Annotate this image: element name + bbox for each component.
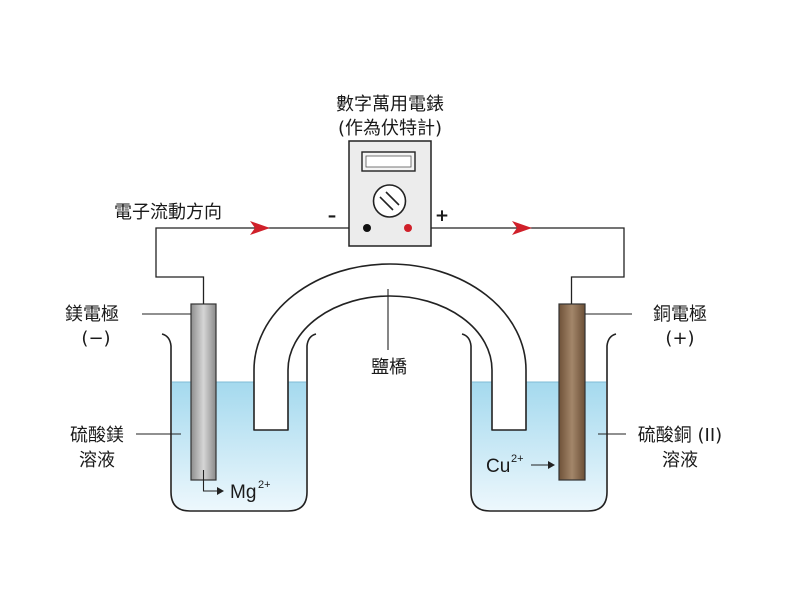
cuso4-solution-line1: 硫酸銅 (II) xyxy=(638,425,722,446)
negative-terminal xyxy=(363,224,371,232)
electron-flow-arrow-left xyxy=(250,221,270,235)
cu-ion-charge: 2+ xyxy=(511,453,524,465)
right-beaker-outline xyxy=(461,333,617,512)
positive-sign: + xyxy=(435,206,449,226)
mg-ion-charge: 2+ xyxy=(258,479,271,491)
cu-electrode-sign: (+) xyxy=(665,328,694,349)
electron-flow-label: 電子流動方向 xyxy=(114,202,222,223)
cu-electrode-name: 銅電極 xyxy=(653,304,707,325)
cu-ion-label: Cu xyxy=(486,456,510,477)
multimeter-dial-pointer-2 xyxy=(385,191,400,206)
copper-electrode xyxy=(558,303,586,481)
salt-bridge xyxy=(253,263,527,431)
right-wire xyxy=(408,227,625,304)
mg-ion-label: Mg xyxy=(230,482,256,503)
multimeter-display-inner xyxy=(365,155,412,168)
cu-ion-arrowhead xyxy=(548,461,555,469)
mg-ion-arrowhead xyxy=(217,487,224,495)
mg-electrode-sign: (−) xyxy=(81,328,110,349)
multimeter-dial-pointer-1 xyxy=(379,196,394,211)
meter-subtitle: (作為伏特計) xyxy=(338,118,442,139)
mg-electrode-name: 鎂電極 xyxy=(65,304,119,325)
meter-title: 數字萬用電錶 xyxy=(336,94,444,115)
multimeter-dial xyxy=(372,184,407,218)
left-wire xyxy=(155,227,367,304)
salt-bridge-label: 鹽橋 xyxy=(371,357,407,378)
positive-terminal xyxy=(404,224,412,232)
cuso4-solution-line2: 溶液 xyxy=(662,450,698,471)
negative-sign: – xyxy=(328,206,337,226)
magnesium-electrode xyxy=(190,303,217,481)
digital-multimeter xyxy=(348,140,432,247)
mgso4-solution-line2: 溶液 xyxy=(79,450,115,471)
mgso4-solution-line1: 硫酸鎂 xyxy=(70,425,124,446)
mg-ion-arrow xyxy=(202,470,218,492)
electron-flow-arrow-right xyxy=(512,221,532,235)
right-beaker xyxy=(461,333,617,512)
left-beaker-outline xyxy=(161,333,317,512)
